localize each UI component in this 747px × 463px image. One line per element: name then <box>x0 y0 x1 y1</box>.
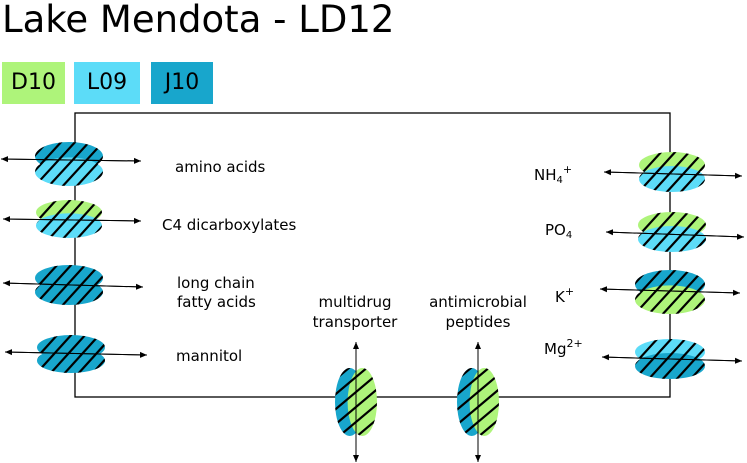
label-antimicrobial: antimicrobial <box>429 293 527 311</box>
transporter-po4 <box>605 212 745 252</box>
transporter-k-arrow-left <box>599 286 741 294</box>
transporter-nh4-arrow-left <box>603 169 743 177</box>
label-fatty-acids: fatty acids <box>177 293 256 311</box>
label-long-chain: long chain <box>177 274 255 292</box>
po4-text: PO <box>545 221 566 239</box>
k-text: K <box>555 288 565 306</box>
transporter-amino-acids-arrow-left <box>0 156 142 163</box>
page-title: Lake Mendota - LD12 <box>2 0 395 41</box>
legend-l09-label: L09 <box>86 70 128 95</box>
label-transporter: transporter <box>312 313 398 331</box>
transporter-antimicrobial-peptides <box>457 342 499 462</box>
transporter-mannitol-arrow-left <box>4 349 148 356</box>
legend-d10: D10 <box>2 62 65 104</box>
transporter-mg-arrow-left <box>601 354 743 362</box>
nh4-text: NH <box>534 166 557 184</box>
transporter-long-chain-fatty-acids-arrow-left <box>2 280 144 288</box>
transporter-k <box>599 270 741 315</box>
k-sup: + <box>564 285 575 298</box>
label-mg: Mg2+ <box>544 334 583 359</box>
label-po4: PO4 <box>545 220 572 246</box>
transporter-c4-dicarboxylates <box>2 200 142 238</box>
transporter-mannitol <box>4 335 148 373</box>
transporter-c4-dicarboxylates-arrow-left <box>2 216 142 223</box>
legend-d10-label: D10 <box>11 70 56 95</box>
label-mannitol: mannitol <box>176 347 243 365</box>
transporter-amino-acids-bottom <box>35 157 103 186</box>
nh4-sub: 4 <box>556 175 563 186</box>
label-amino-acids: amino acids <box>175 158 266 176</box>
legend-j10-label: J10 <box>164 70 200 95</box>
nh4-sup: + <box>562 163 573 176</box>
transporter-nh4 <box>603 152 743 192</box>
transporter-mg <box>601 339 743 379</box>
label-multidrug: multidrug <box>318 293 392 311</box>
transporter-amino-acids <box>0 142 142 186</box>
po4-sub: 4 <box>565 230 573 241</box>
mg-sup: 2+ <box>566 337 583 350</box>
label-k: K+ <box>555 282 574 307</box>
transporter-po4-arrow-left <box>605 229 745 238</box>
mg-text: Mg <box>544 340 567 358</box>
transporter-long-chain-fatty-acids <box>2 265 144 305</box>
legend-l09: L09 <box>74 62 140 104</box>
legend-j10: J10 <box>151 62 213 104</box>
label-peptides: peptides <box>445 313 511 331</box>
transporter-k-bottom <box>635 285 705 315</box>
label-nh4: NH4+ <box>534 160 572 191</box>
label-c4-dicarboxylates: C4 dicarboxylates <box>162 216 297 234</box>
